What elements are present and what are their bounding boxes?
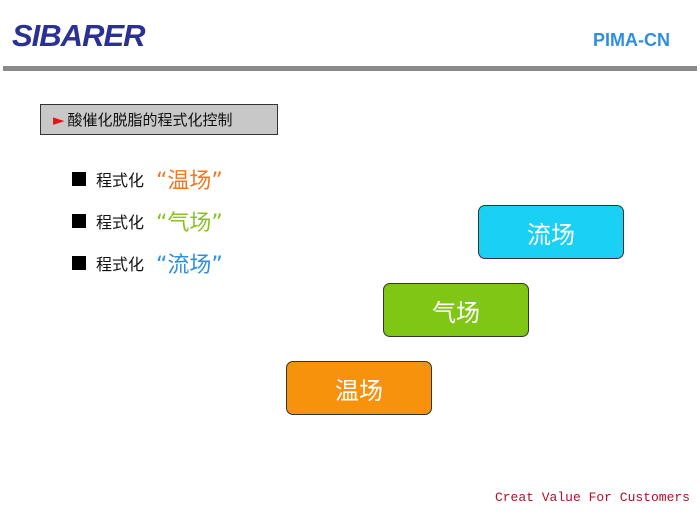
step-box-temperature-field: 温场 xyxy=(286,361,432,415)
square-bullet-icon xyxy=(72,256,86,270)
bullet-label: 程式化 xyxy=(96,171,145,190)
divider xyxy=(3,66,697,71)
bullet-term: “气场” xyxy=(156,211,223,236)
bullet-term: “温场” xyxy=(156,169,223,194)
square-bullet-icon xyxy=(72,214,86,228)
bullet-label: 程式化 xyxy=(96,255,145,274)
step-box-gas-field: 气场 xyxy=(383,283,529,337)
bullet-term: “流场” xyxy=(156,253,223,278)
square-bullet-icon xyxy=(72,172,86,186)
bullet-item: 程式化 “气场” xyxy=(72,205,223,237)
triangle-icon: ► xyxy=(53,110,65,129)
bullet-item: 程式化 “流场” xyxy=(72,247,223,279)
footer-slogan: Creat Value For Customers xyxy=(494,490,690,505)
step-box-flow-field: 流场 xyxy=(478,205,624,259)
section-title-text: 酸催化脱脂的程式化控制 xyxy=(67,111,233,129)
brand-label: PIMA-CN xyxy=(593,30,670,50)
bullet-label: 程式化 xyxy=(96,213,145,232)
logo: SIBARER xyxy=(12,18,146,53)
section-title: ► 酸催化脱脂的程式化控制 xyxy=(40,104,278,135)
bullet-item: 程式化 “温场” xyxy=(72,163,223,195)
